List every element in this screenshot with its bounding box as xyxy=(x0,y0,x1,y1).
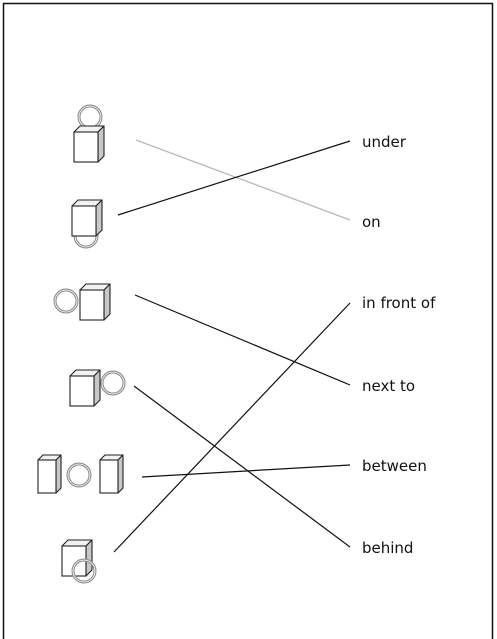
line-between xyxy=(141,464,351,478)
word-on: on xyxy=(362,213,381,231)
word-under: under xyxy=(362,133,407,151)
matching-lines xyxy=(113,139,351,553)
line-in-front-of xyxy=(113,302,351,553)
word-in-front-of: in front of xyxy=(362,294,436,312)
word-next-to: next to xyxy=(362,377,415,395)
word-behind: behind xyxy=(362,539,413,557)
line-behind xyxy=(133,385,351,548)
line-next-to xyxy=(134,294,351,386)
word-between: between xyxy=(362,457,427,475)
line-under xyxy=(117,140,351,216)
line-on-faint xyxy=(135,139,351,221)
